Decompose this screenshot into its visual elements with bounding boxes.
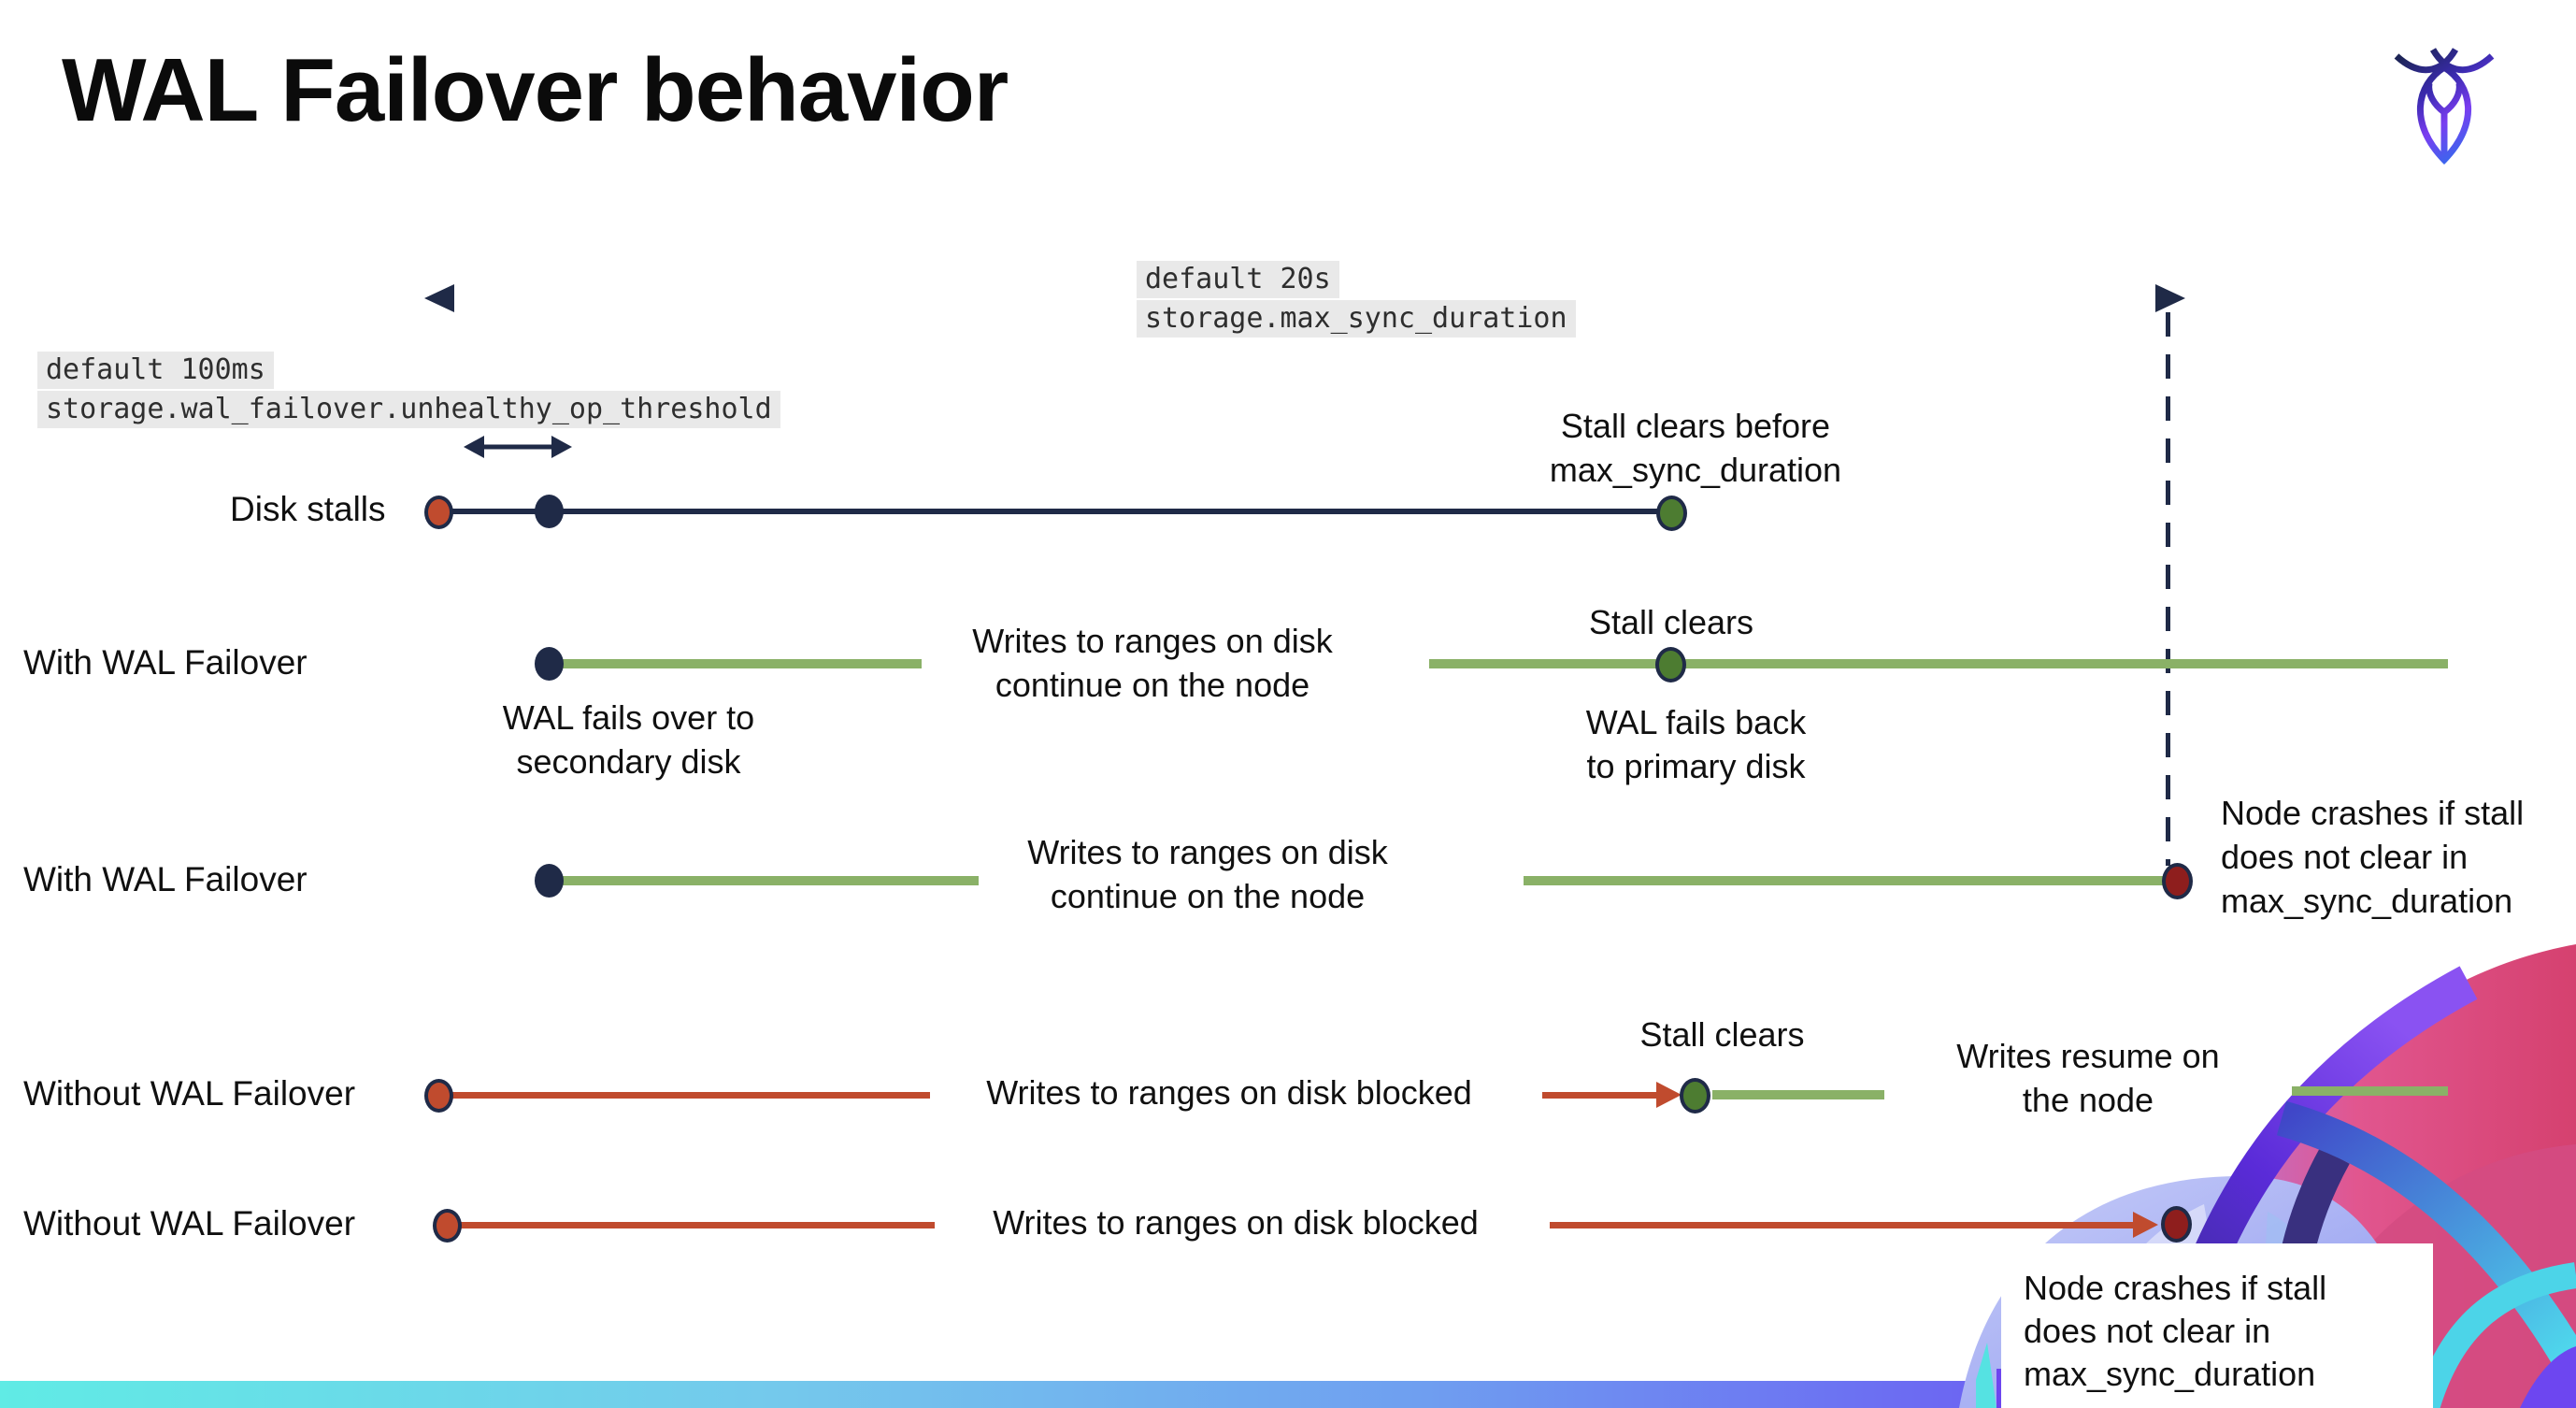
arrowhead-right <box>2155 284 2185 312</box>
writes-blocked-line <box>1542 1092 1660 1099</box>
logo-body <box>2417 65 2471 165</box>
disk-stall-start-dot <box>433 1209 462 1243</box>
writes-blocked-note: Writes to ranges on disk blocked <box>986 1073 1472 1112</box>
note-line: secondary disk <box>516 742 741 781</box>
logo-antenna-left <box>2394 48 2459 74</box>
logo-branch-right <box>2441 82 2463 115</box>
stall-clears-before-note: Stall clears before max_sync_duration <box>1518 404 1873 492</box>
cockroachdb-logo-icon <box>2394 48 2495 165</box>
wal-failover-dot <box>535 647 564 681</box>
writes-continue-line <box>557 659 922 668</box>
note-line: continue on the node <box>1050 877 1366 915</box>
arrowhead-right <box>551 436 572 458</box>
unhealthy-op-threshold-arrow <box>464 436 572 458</box>
note-line: Stall clears before <box>1560 407 1831 445</box>
arrowhead-left <box>424 284 454 312</box>
page-title: WAL Failover behavior <box>62 40 1009 140</box>
note-line: the node <box>2022 1081 2154 1119</box>
max-sync-setting-name: storage.max_sync_duration <box>1137 300 1576 338</box>
wal-fails-over-note: WAL fails over to secondary disk <box>425 696 832 783</box>
writes-continue-note: Writes to ranges on disk continue on the… <box>997 830 1418 918</box>
writes-blocked-line <box>455 1222 935 1228</box>
node-crash-arrowhead <box>2133 1212 2158 1238</box>
max-sync-deadline-dashed-line <box>2166 312 2170 866</box>
writes-continue-line <box>1524 876 2168 885</box>
note-line: does not clear in <box>2024 1312 2271 1350</box>
timeline-disk-stalls <box>438 509 1672 514</box>
max-sync-duration-arrow <box>424 284 2185 312</box>
note-line: Writes to ranges on disk <box>972 622 1333 660</box>
writes-continue-line <box>557 876 979 885</box>
node-crashes-note: Node crashes if stall does not clear in … <box>2221 791 2576 923</box>
note-line: WAL fails back <box>1585 703 1807 741</box>
arrowhead-left <box>464 436 484 458</box>
writes-resume-line <box>2292 1086 2448 1096</box>
stall-clears-dot <box>1680 1078 1710 1113</box>
art-cyan-arc <box>2413 1262 2576 1408</box>
note-line: WAL fails over to <box>502 698 755 737</box>
stall-clears-dot <box>1655 647 1686 682</box>
unhealthy-op-setting-name: storage.wal_failover.unhealthy_op_thresh… <box>37 391 780 428</box>
note-line: Writes resume on <box>1956 1037 2220 1075</box>
logo-antenna-right <box>2429 48 2495 74</box>
note-line: continue on the node <box>995 666 1310 704</box>
wal-failover-dot <box>535 864 564 898</box>
row-label-disk-stalls: Disk stalls <box>230 490 386 528</box>
row-label-with-wal-failover-1: With WAL Failover <box>23 643 308 682</box>
note-line: max_sync_duration <box>2221 882 2513 920</box>
art-leg-tip <box>1976 1343 1996 1408</box>
node-crashes-note-box <box>2001 1243 2433 1408</box>
note-line: Writes to ranges on disk <box>1027 833 1388 871</box>
writes-blocked-note: Writes to ranges on disk blocked <box>993 1203 1479 1242</box>
unhealthy-op-default-label: default 100ms <box>37 352 274 389</box>
note-line: to primary disk <box>1586 747 1806 785</box>
disk-stall-start-dot <box>424 496 453 529</box>
disk-stall-start-dot <box>424 1079 453 1113</box>
writes-blocked-line <box>1550 1222 2137 1228</box>
node-crash-dot <box>2162 863 2193 899</box>
note-line: does not clear in <box>2221 838 2469 876</box>
stall-clears-arrowhead <box>1656 1082 1682 1108</box>
writes-blocked-line <box>447 1092 930 1099</box>
stall-clears-label: Stall clears <box>1588 603 1754 641</box>
writes-resume-line <box>1712 1090 1884 1099</box>
art-corner <box>2520 1346 2576 1408</box>
writes-continue-note: Writes to ranges on disk continue on the… <box>942 619 1363 707</box>
failover-threshold-dot <box>535 495 564 528</box>
note-line: Node crashes if stall <box>2221 794 2525 832</box>
node-crash-dot <box>2161 1206 2192 1243</box>
row-label-with-wal-failover-2: With WAL Failover <box>23 860 308 898</box>
wal-fails-back-note: WAL fails back to primary disk <box>1493 700 1899 788</box>
note-line: Node crashes if stall <box>2024 1269 2327 1307</box>
row-label-without-wal-failover-1: Without WAL Failover <box>23 1074 356 1113</box>
stall-clears-label: Stall clears <box>1639 1015 1805 1054</box>
art-blue-arc <box>2276 1100 2576 1363</box>
writes-continue-line <box>1429 659 2448 668</box>
writes-resume-note: Writes resume on the node <box>1920 1034 2256 1122</box>
node-crashes-note: Node crashes if stall does not clear in … <box>2024 1267 2416 1396</box>
max-sync-default-label: default 20s <box>1137 261 1339 298</box>
note-line: max_sync_duration <box>2024 1355 2316 1393</box>
stall-clears-dot <box>1656 496 1687 531</box>
row-label-without-wal-failover-2: Without WAL Failover <box>23 1204 356 1243</box>
note-line: max_sync_duration <box>1549 451 1842 489</box>
logo-branch-left <box>2426 82 2447 115</box>
